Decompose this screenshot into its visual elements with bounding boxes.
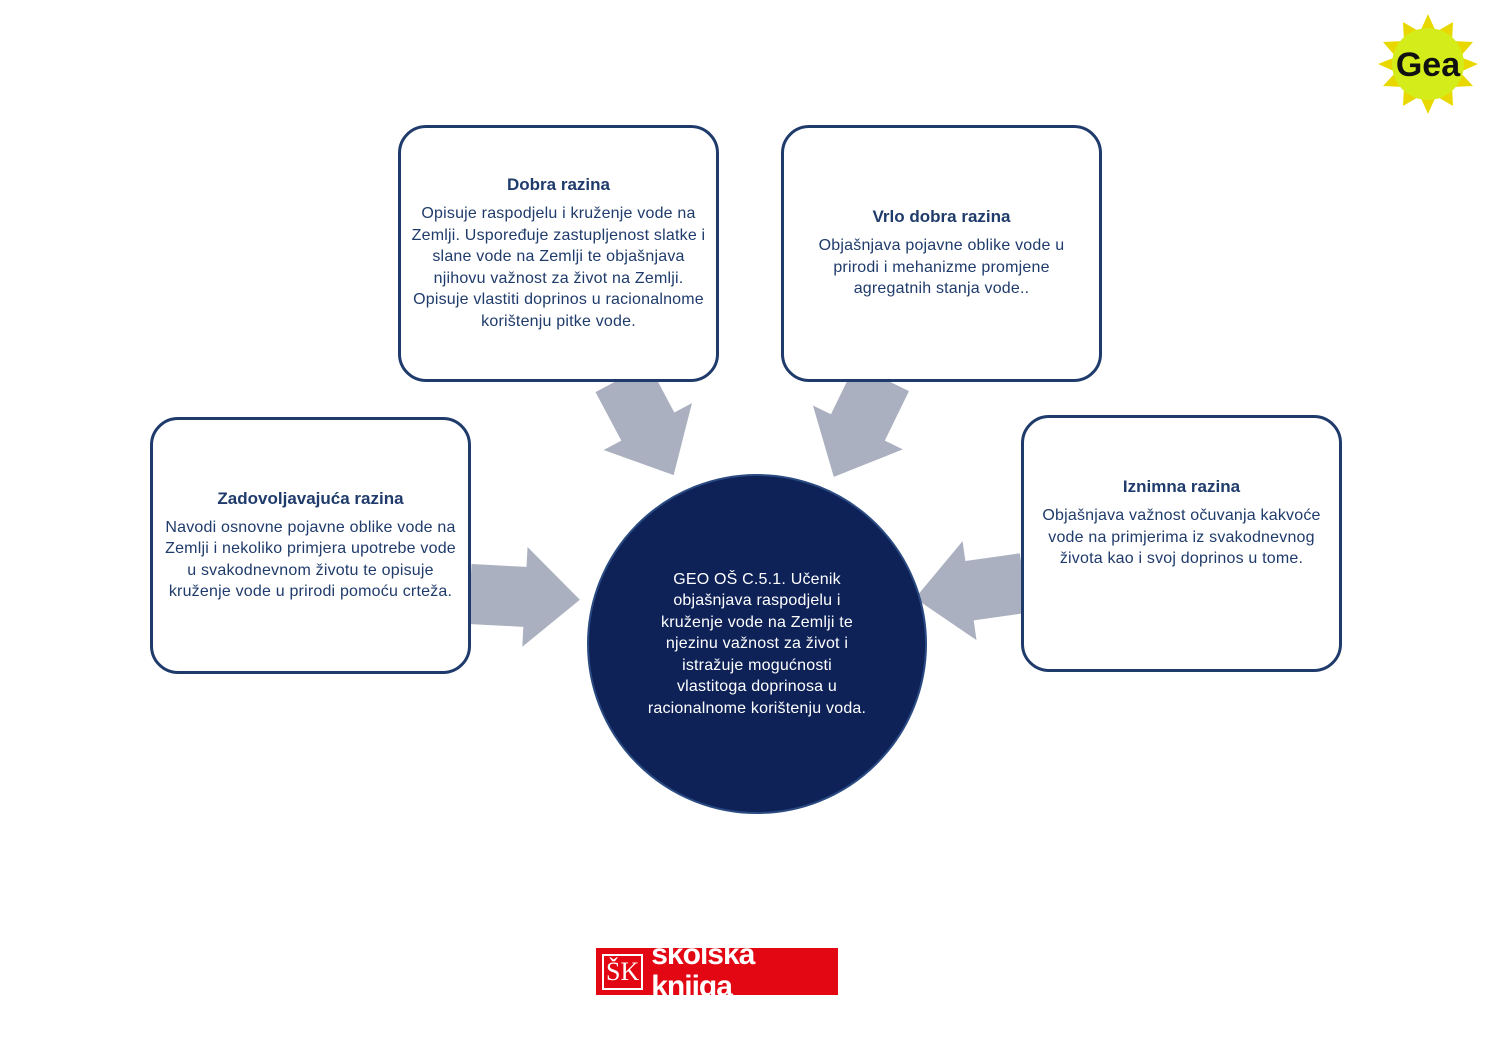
level-box-vrlo-dobra: Vrlo dobra razina Objašnjava pojavne obl… (781, 125, 1102, 382)
level-title: Iznimna razina (1122, 477, 1241, 497)
level-title: Vrlo dobra razina (872, 207, 1011, 227)
level-box-iznimna: Iznimna razina Objašnjava važnost očuvan… (1021, 415, 1342, 672)
arrow-right (915, 541, 1029, 641)
level-text: Navodi osnovne pojavne oblike vode na Ze… (165, 518, 456, 601)
level-title: Zadovoljavajuća razina (217, 488, 404, 508)
learning-outcome-text: GEO OŠ C.5.1. Učenik objašnjava raspodje… (647, 570, 867, 717)
level-title: Dobra razina (507, 175, 610, 194)
level-text: Opisuje raspodjelu i kruženje vode na Ze… (411, 205, 706, 330)
learning-outcome-circle: GEO OŠ C.5.1. Učenik objašnjava raspodje… (587, 474, 927, 814)
arrow-top-left (595, 363, 692, 476)
level-box-dobra: Dobra razina Opisuje raspodjelu i kružen… (398, 125, 719, 382)
skolska-knjiga-logo: ŠK školska knjiga (596, 938, 838, 1005)
level-text: Objašnjava pojavne oblike vode u prirodi… (818, 237, 1065, 298)
svg-text:Gea: Gea (1396, 46, 1461, 84)
level-box-zadovoljavajuca: Zadovoljavajuća razina Navodi osnovne po… (150, 417, 471, 674)
level-text: Objašnjava važnost očuvanja kakvoće vode… (1042, 507, 1321, 568)
arrow-top-right (812, 364, 909, 477)
gea-logo: Gea (1378, 14, 1478, 114)
arrow-left (468, 546, 580, 647)
